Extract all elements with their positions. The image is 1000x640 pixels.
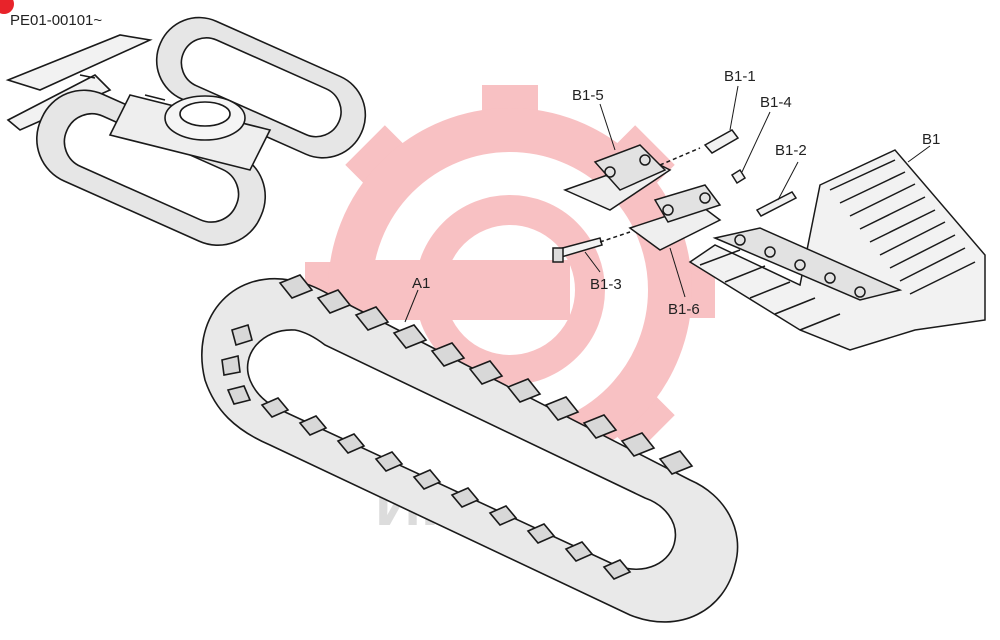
corner-badge-icon bbox=[0, 0, 14, 14]
label-b1-6: B1-6 bbox=[668, 301, 700, 318]
rubber-track-assembly bbox=[201, 274, 739, 623]
steel-track-assembly bbox=[688, 149, 986, 351]
label-b1-3: B1-3 bbox=[590, 276, 622, 293]
label-b1: B1 bbox=[922, 131, 940, 148]
document-code: PE01-00101~ bbox=[10, 12, 103, 29]
leader-lines bbox=[404, 85, 931, 323]
label-b1-5: B1-5 bbox=[572, 87, 604, 104]
label-b1-4: B1-4 bbox=[760, 94, 792, 111]
label-b1-1: B1-1 bbox=[724, 68, 756, 85]
exploded-parts bbox=[552, 129, 798, 263]
label-b1-2: B1-2 bbox=[775, 142, 807, 159]
undercarriage-assembly bbox=[5, 16, 367, 246]
part-labels: B1-1 B1-5 B1-4 B1-2 B1 B1-3 B1-6 A1 bbox=[412, 68, 940, 318]
label-a1: A1 bbox=[412, 275, 430, 292]
